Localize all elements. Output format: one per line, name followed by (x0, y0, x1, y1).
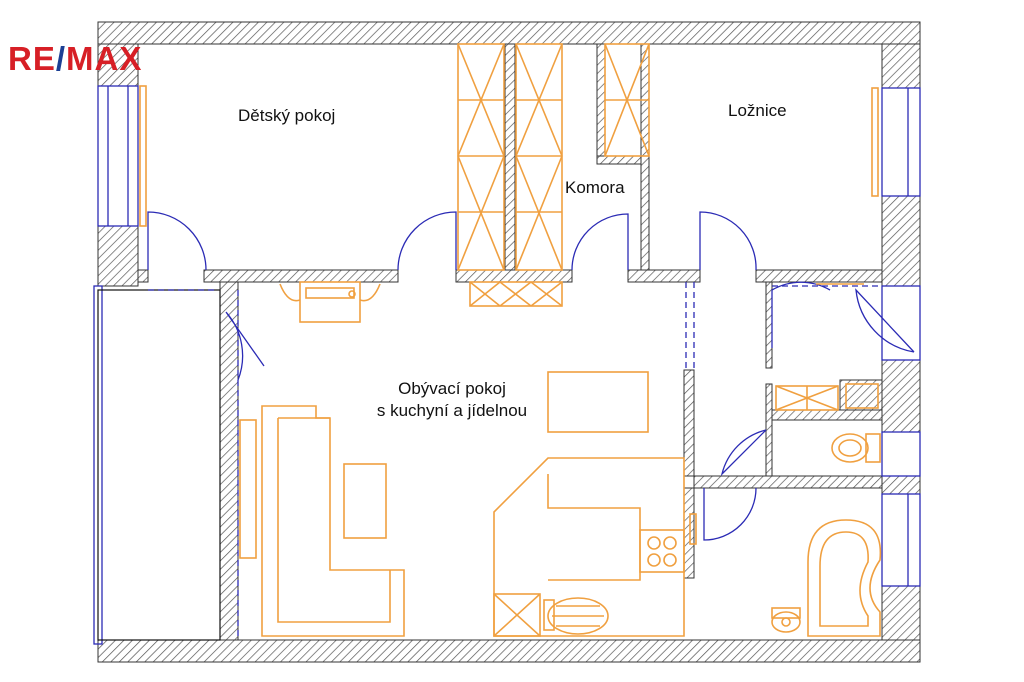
door-toilet (720, 429, 767, 477)
wall-bath-mid (693, 475, 883, 489)
wall-bottom (97, 639, 921, 663)
bath-door-frame (689, 513, 697, 545)
wall-mid-horizontal-5 (755, 269, 883, 283)
bathtub (807, 519, 882, 637)
label-kids-room: Dětský pokoj (238, 106, 336, 125)
coffee-table (343, 463, 387, 539)
label-bedroom: Ložnice (728, 101, 787, 120)
kitchen-sink (543, 597, 609, 635)
window-toilet (881, 431, 921, 477)
wall-right-mid (881, 195, 921, 287)
door-loggia (225, 311, 265, 381)
wall-mid-horizontal-2 (203, 269, 399, 283)
washer (775, 385, 839, 411)
window-hall (881, 285, 921, 361)
wall-toilet-top (771, 409, 883, 421)
wall-mid-horizontal-1 (137, 269, 149, 283)
doors-windows (93, 85, 921, 645)
wall-mid-horizontal-4 (627, 269, 701, 283)
wall-mid-horizontal-3 (455, 269, 573, 283)
bedroom-shelf (871, 87, 879, 197)
window-bath (881, 493, 921, 587)
wall-right-low1 (881, 359, 921, 433)
wall-partition-1 (504, 43, 516, 271)
wall-toilet-sink (839, 379, 883, 411)
wall-bath-left-1 (683, 369, 695, 477)
stove (639, 529, 685, 573)
wall-bath-mid2 (765, 281, 773, 369)
dining-table (547, 371, 649, 433)
loggia (97, 289, 221, 641)
logo-max: MAX (66, 40, 143, 77)
label-living-line1: Obývací pokoj (398, 379, 506, 398)
wall-toilet-left (765, 383, 773, 477)
logo-slash: / (55, 40, 67, 77)
window-living (93, 285, 103, 645)
wardrobe-2 (515, 43, 563, 271)
window-bedroom (881, 87, 921, 197)
living-wall-panel (239, 419, 257, 559)
walls (97, 21, 921, 663)
logo-re: RE (8, 40, 56, 77)
label-living-line2: s kuchyní a jídelnou (376, 401, 528, 420)
wall-left-upper (97, 43, 139, 87)
hall-sink (845, 383, 879, 409)
wall-bath-left-2 (683, 487, 695, 579)
wardrobe-1 (457, 43, 505, 271)
door-bath (703, 487, 757, 541)
door-living-kids (397, 211, 457, 271)
toilet (831, 433, 881, 463)
kitchen-counter (493, 457, 685, 637)
door-hall-left (771, 281, 831, 348)
living-shelf (469, 281, 563, 307)
wall-right-low2 (881, 475, 921, 495)
desk (279, 281, 381, 323)
wall-partition-2 (596, 43, 606, 165)
sofa (261, 405, 405, 637)
wall-right-upper (881, 43, 921, 89)
door-kids (147, 211, 207, 271)
bath-basin (771, 607, 801, 633)
door-hall-right (855, 288, 915, 353)
wall-living-left (219, 281, 239, 641)
wall-right-low3 (881, 585, 921, 641)
wall-partition-4 (640, 43, 650, 271)
wall-top (97, 21, 921, 45)
door-pantry (571, 213, 629, 271)
door-bedroom (699, 211, 757, 271)
window-kids (97, 85, 139, 227)
wardrobe-bedroom (604, 43, 650, 157)
furniture (139, 43, 882, 637)
wall-left-mid (97, 225, 139, 287)
kids-shelf (139, 85, 147, 227)
remax-logo: RE/MAX (8, 42, 142, 75)
label-living-room: Obývací pokoj s kuchyní a jídelnou (352, 378, 552, 422)
label-pantry: Komora (565, 178, 625, 197)
